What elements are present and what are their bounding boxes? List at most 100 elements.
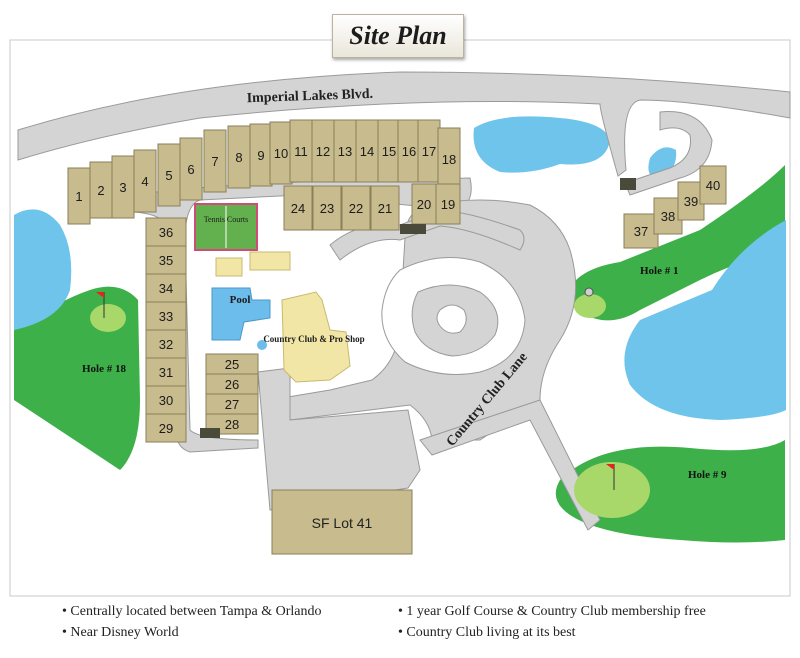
- lot-label: 28: [225, 417, 239, 432]
- country-club-building: [281, 291, 351, 383]
- bullet-list-right: • 1 year Golf Course & Country Club memb…: [398, 604, 706, 646]
- lot-label: 24: [291, 201, 305, 216]
- lot-label: 9: [257, 148, 264, 163]
- lot-24[interactable]: 24: [283, 185, 313, 231]
- lot-4[interactable]: 4: [133, 149, 157, 213]
- lot-32[interactable]: 32: [145, 329, 187, 359]
- green-hole-9: [574, 462, 650, 518]
- lot-label: 8: [235, 150, 242, 165]
- flag-hole-18-icon: [96, 292, 104, 298]
- lot-37[interactable]: 37: [623, 213, 659, 249]
- bullet-list-left: • Centrally located between Tampa & Orla…: [62, 604, 321, 646]
- lot-17[interactable]: 17: [417, 119, 441, 183]
- lot-36[interactable]: 36: [145, 217, 187, 247]
- pool-label: Pool: [230, 294, 251, 306]
- lot-label: 13: [338, 144, 352, 159]
- lot-label: 7: [211, 154, 218, 169]
- sf-lot-41-label: SF Lot 41: [312, 515, 373, 531]
- lot-label: 39: [684, 194, 698, 209]
- lot-38[interactable]: 38: [653, 197, 683, 235]
- lot-18[interactable]: 18: [437, 127, 461, 191]
- lot-40[interactable]: 40: [699, 165, 727, 205]
- lot-25[interactable]: 25: [205, 353, 259, 375]
- lot-27[interactable]: 27: [205, 393, 259, 415]
- lot-1[interactable]: 1: [67, 167, 91, 225]
- lot-33[interactable]: 33: [145, 301, 187, 331]
- clubhouse-label: Country Club & Pro Shop: [263, 334, 364, 344]
- tennis-courts: Tennis Courts: [194, 203, 258, 251]
- lot-19[interactable]: 19: [435, 183, 461, 225]
- lot-label: 25: [225, 357, 239, 372]
- lot-label: 19: [441, 197, 455, 212]
- lot-label: 37: [634, 224, 648, 239]
- lot-label: 14: [360, 144, 374, 159]
- lot-3[interactable]: 3: [111, 155, 135, 219]
- hole-18-label: Hole # 18: [82, 363, 126, 375]
- lot-16[interactable]: 16: [397, 119, 421, 183]
- lot-7[interactable]: 7: [203, 129, 227, 193]
- gate-center-icon: [400, 224, 426, 234]
- lot-8[interactable]: 8: [227, 125, 251, 189]
- lot-30[interactable]: 30: [145, 385, 187, 415]
- lot-label: 18: [442, 152, 456, 167]
- tennis-courts-label: Tennis Courts: [204, 215, 249, 224]
- lot-9[interactable]: 9: [249, 123, 273, 187]
- building-small-2: [249, 251, 291, 271]
- lot-29[interactable]: 29: [145, 413, 187, 443]
- lot-34[interactable]: 34: [145, 273, 187, 303]
- lot-label: 15: [382, 144, 396, 159]
- gate-west-icon: [200, 428, 220, 438]
- lot-5[interactable]: 5: [157, 143, 181, 207]
- lot-14[interactable]: 14: [355, 119, 379, 183]
- imperial-lakes-blvd: [17, 71, 791, 177]
- building-small-1: [215, 257, 243, 277]
- lot-label: 27: [225, 397, 239, 412]
- lot-label: 20: [417, 197, 431, 212]
- lot-20[interactable]: 20: [411, 183, 437, 225]
- lot-label: 4: [141, 174, 148, 189]
- lot-26[interactable]: 26: [205, 373, 259, 395]
- lot-2[interactable]: 2: [89, 161, 113, 219]
- country-club-lane: [419, 399, 601, 531]
- bullet-item: • 1 year Golf Course & Country Club memb…: [398, 604, 706, 619]
- lot-label: 2: [97, 183, 104, 198]
- lot-11[interactable]: 11: [289, 119, 313, 183]
- lot-label: 6: [187, 162, 194, 177]
- lot-label: 29: [159, 421, 173, 436]
- bullet-item: • Centrally located between Tampa & Orla…: [62, 604, 322, 619]
- lot-23[interactable]: 23: [312, 185, 342, 231]
- lot-label: 5: [165, 168, 172, 183]
- lot-label: 31: [159, 365, 173, 380]
- hole-1-label: Hole # 1: [640, 265, 679, 277]
- lake-north: [473, 116, 610, 173]
- lake-east: [624, 220, 786, 420]
- lot-10[interactable]: 10: [269, 121, 293, 185]
- lot-31[interactable]: 31: [145, 357, 187, 387]
- lot-13[interactable]: 13: [333, 119, 357, 183]
- bullet-item: • Near Disney World: [62, 625, 179, 640]
- site-plan-title-box: Site Plan: [332, 14, 464, 58]
- lot-label: 22: [349, 201, 363, 216]
- lot-12[interactable]: 12: [311, 119, 335, 183]
- bullet-item: • Country Club living at its best: [398, 625, 576, 640]
- lot-22[interactable]: 22: [341, 185, 371, 231]
- lot-label: 17: [422, 144, 436, 159]
- fairway-hole-1: [566, 165, 785, 321]
- imperial-lakes-blvd-label: Imperial Lakes Blvd.: [246, 87, 373, 106]
- lot-label: 21: [378, 201, 392, 216]
- green-hole-18: [90, 304, 126, 332]
- lot-label: 11: [294, 144, 308, 159]
- lot-label: 10: [274, 146, 288, 161]
- lot-label: 12: [316, 144, 330, 159]
- lot-label: 38: [661, 209, 675, 224]
- gate-east-icon: [620, 178, 636, 190]
- lot-15[interactable]: 15: [377, 119, 401, 183]
- lake-left: [14, 209, 72, 330]
- lot-35[interactable]: 35: [145, 245, 187, 275]
- lot-label: 32: [159, 337, 173, 352]
- lot-21[interactable]: 21: [370, 185, 400, 231]
- lot-6[interactable]: 6: [179, 137, 203, 201]
- sf-lot-41[interactable]: [271, 489, 413, 555]
